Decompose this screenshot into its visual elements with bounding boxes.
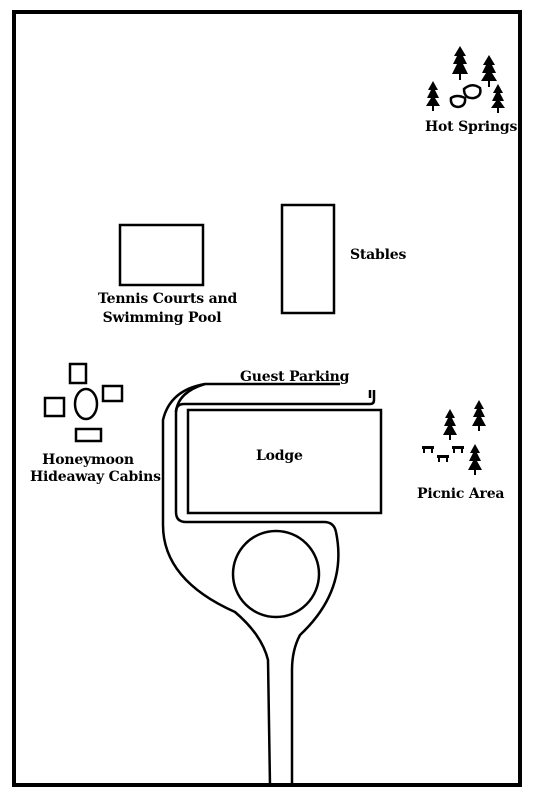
lodge-building — [186, 408, 383, 515]
label-hot-springs: Hot Springs — [425, 119, 518, 135]
evergreen-tree-icon — [426, 81, 440, 111]
label-guest-parking: Guest Parking — [240, 369, 350, 385]
picnic-table-icon — [422, 446, 434, 453]
cabin-top — [68, 362, 88, 385]
cabin-center-hot-tub — [73, 387, 99, 421]
map-border — [12, 10, 522, 787]
label-honeymoon-line1: Honeymoon — [42, 452, 134, 468]
label-tennis-line1: Tennis Courts and — [98, 291, 238, 307]
label-lodge: Lodge — [256, 448, 303, 464]
label-picnic-area: Picnic Area — [417, 486, 505, 502]
road-drive-right — [290, 531, 340, 786]
stables-building — [280, 203, 336, 315]
picnic-table-icon — [437, 455, 449, 462]
cabin-left — [43, 396, 66, 418]
evergreen-tree-icon — [468, 444, 482, 475]
evergreen-tree-icon — [452, 46, 468, 80]
cabin-bottom — [74, 427, 103, 443]
picnic-table-icon — [452, 446, 464, 453]
label-stables: Stables — [350, 247, 407, 263]
evergreen-tree-icon — [491, 84, 505, 113]
rock-icon — [449, 94, 467, 109]
label-tennis-line2: Swimming Pool — [102, 310, 222, 326]
tennis-courts-building — [118, 223, 205, 287]
road-parking-top — [174, 382, 206, 413]
cabin-right — [101, 384, 124, 403]
evergreen-tree-icon — [472, 400, 486, 431]
road-main-drive — [161, 382, 272, 787]
evergreen-tree-icon — [443, 409, 457, 440]
label-honeymoon-line2: Hideaway Cabins — [30, 469, 161, 485]
evergreen-tree-icon — [481, 55, 497, 87]
roundabout — [231, 529, 321, 619]
rock-icon — [462, 84, 482, 100]
